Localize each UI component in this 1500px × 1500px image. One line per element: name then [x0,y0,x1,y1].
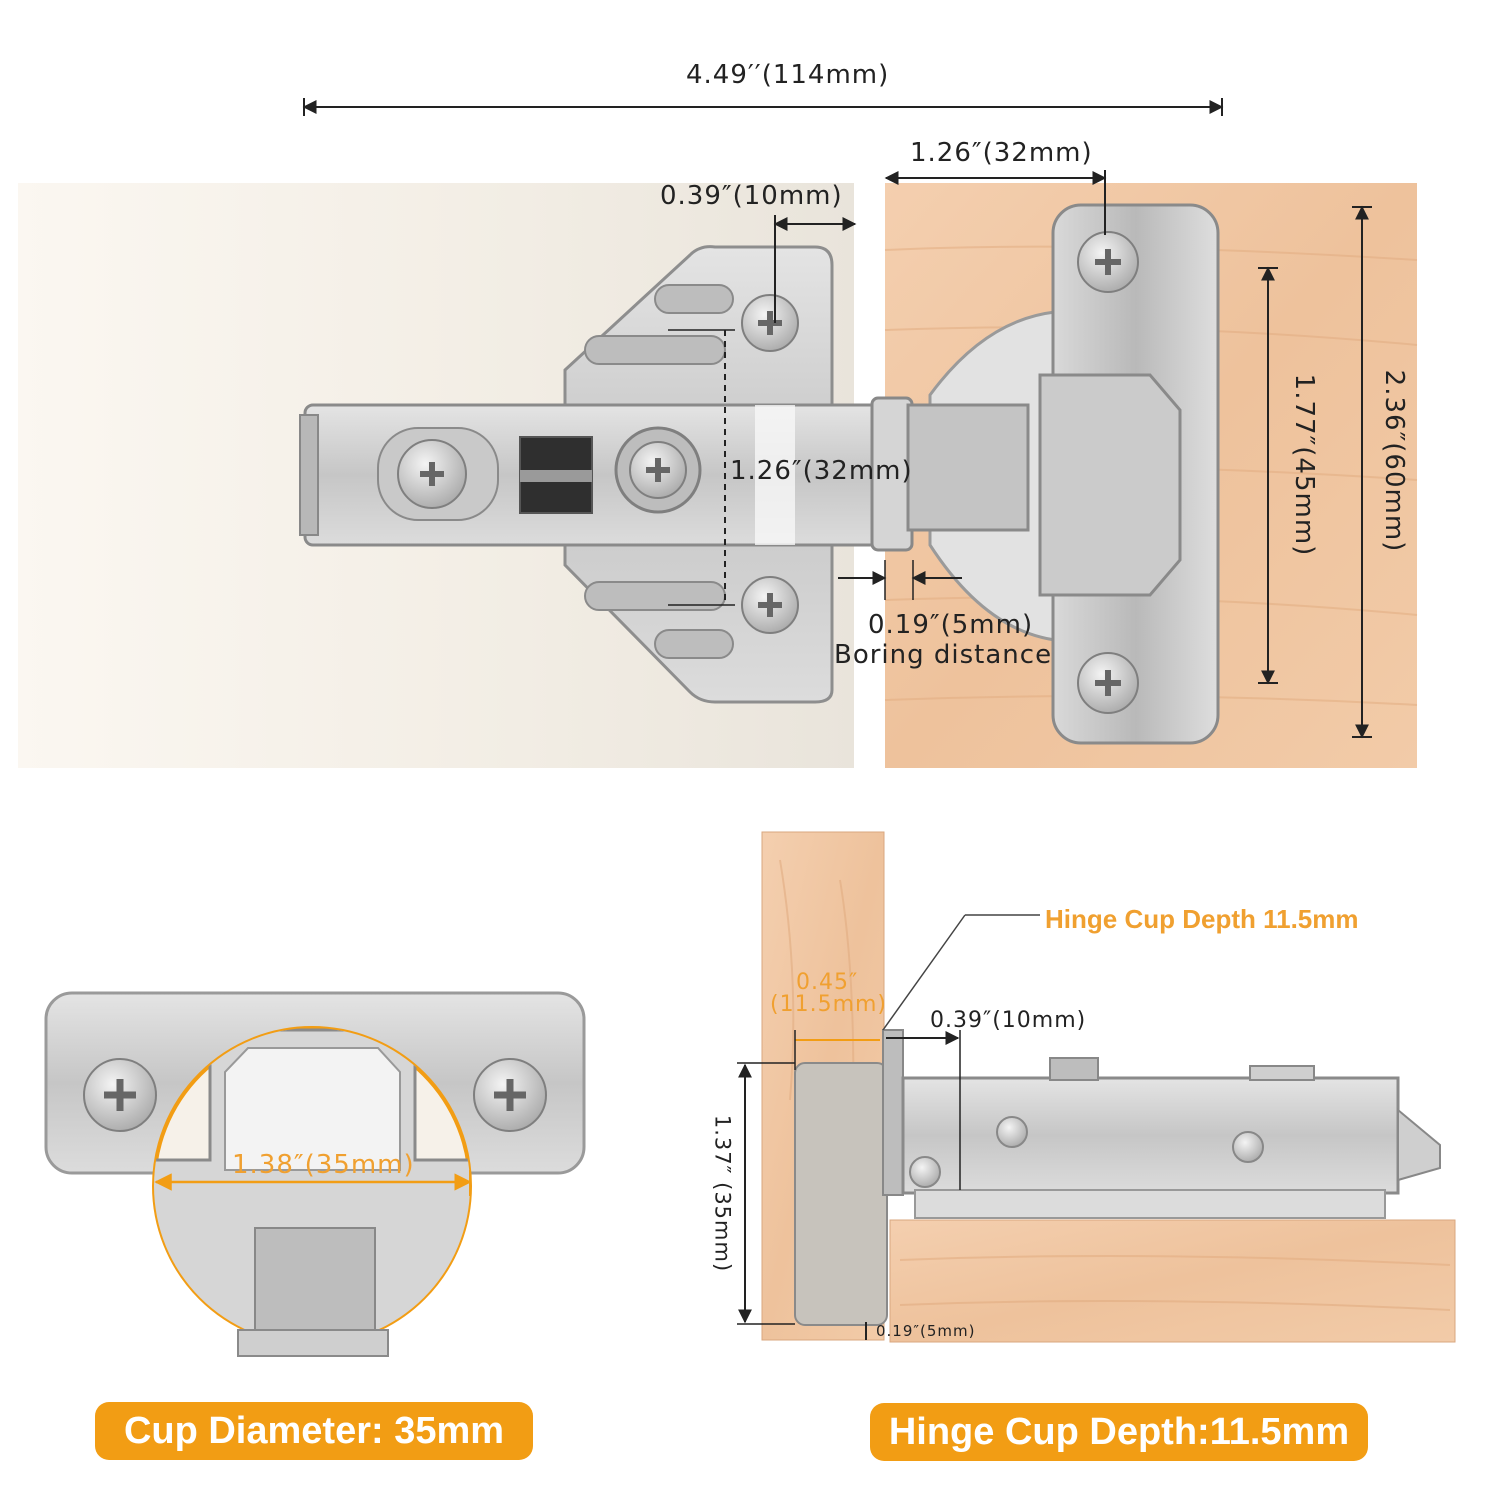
boring-label: 0.19″(5mm) [868,610,1034,640]
hinge-cup [1038,373,1182,597]
cup-tab [237,1329,389,1357]
rivet-icon [996,1116,1028,1148]
screw-offset-label: 0.39″(10mm) [660,181,843,211]
side-arm-end [1397,1107,1441,1182]
plate-screw-bottom-icon [741,576,799,634]
side-boring-label: 0.19″(5mm) [876,1322,976,1340]
cup-plate-screw-left-icon [83,1058,157,1132]
cup-view [44,991,586,1357]
hinge-cup-depth-badge: Hinge Cup Depth:11.5mm [870,1403,1368,1461]
phillips-cross [646,458,670,482]
depth-mm-label: (11.5mm) [770,992,888,1017]
hinge-arm-edge [299,414,319,536]
side-arm [901,1076,1400,1195]
side-flange [882,1029,904,1196]
phillips-cross [420,462,444,486]
arm-highlight [755,405,795,545]
plate-screw-top-icon [741,294,799,352]
cup-diameter-label: 1.38″(35mm) [232,1150,415,1180]
rivet-icon [1232,1131,1264,1163]
rivet-icon [909,1156,941,1188]
hinge-cup-depth-callout: Hinge Cup Depth 11.5mm [1045,904,1359,934]
plate-slot [654,284,734,314]
callout-leader [882,914,966,1031]
arm-window-bar [520,470,592,482]
side-cup [794,1062,888,1326]
cup-screw-top-icon [1077,231,1139,293]
cup-diameter-badge: Cup Diameter: 35mm [95,1402,533,1460]
plate-slot [654,629,734,659]
hole-spacing-label: 1.26″(32mm) [730,456,913,486]
overall-width-label: 4.49′′(114mm) [686,60,890,90]
depth-inch-label: 0.45″ [796,970,859,995]
top-view [18,98,1418,768]
plate-slot [584,335,726,365]
side-screw-head [1249,1065,1315,1081]
side-height-label: 1.37″ (35mm) [710,1114,735,1273]
plate-height-label: 2.36″(60mm) [1379,369,1409,553]
side-screw-head [1049,1057,1099,1081]
cup-screw-bottom-icon [1077,652,1139,714]
plate-screw-spacing-label: 1.77″(45mm) [1289,373,1319,557]
plate-slot [584,581,726,611]
boring-caption: Boring distance [834,640,1053,670]
plate-width-label: 1.26″(32mm) [910,138,1093,168]
side-offset-label: 0.39″(10mm) [930,1008,1087,1033]
side-wood-door [889,1219,1456,1343]
cup-plate-screw-right-icon [473,1058,547,1132]
side-base [914,1189,1386,1219]
side-view [737,831,1456,1343]
cup-strap [906,403,1030,532]
